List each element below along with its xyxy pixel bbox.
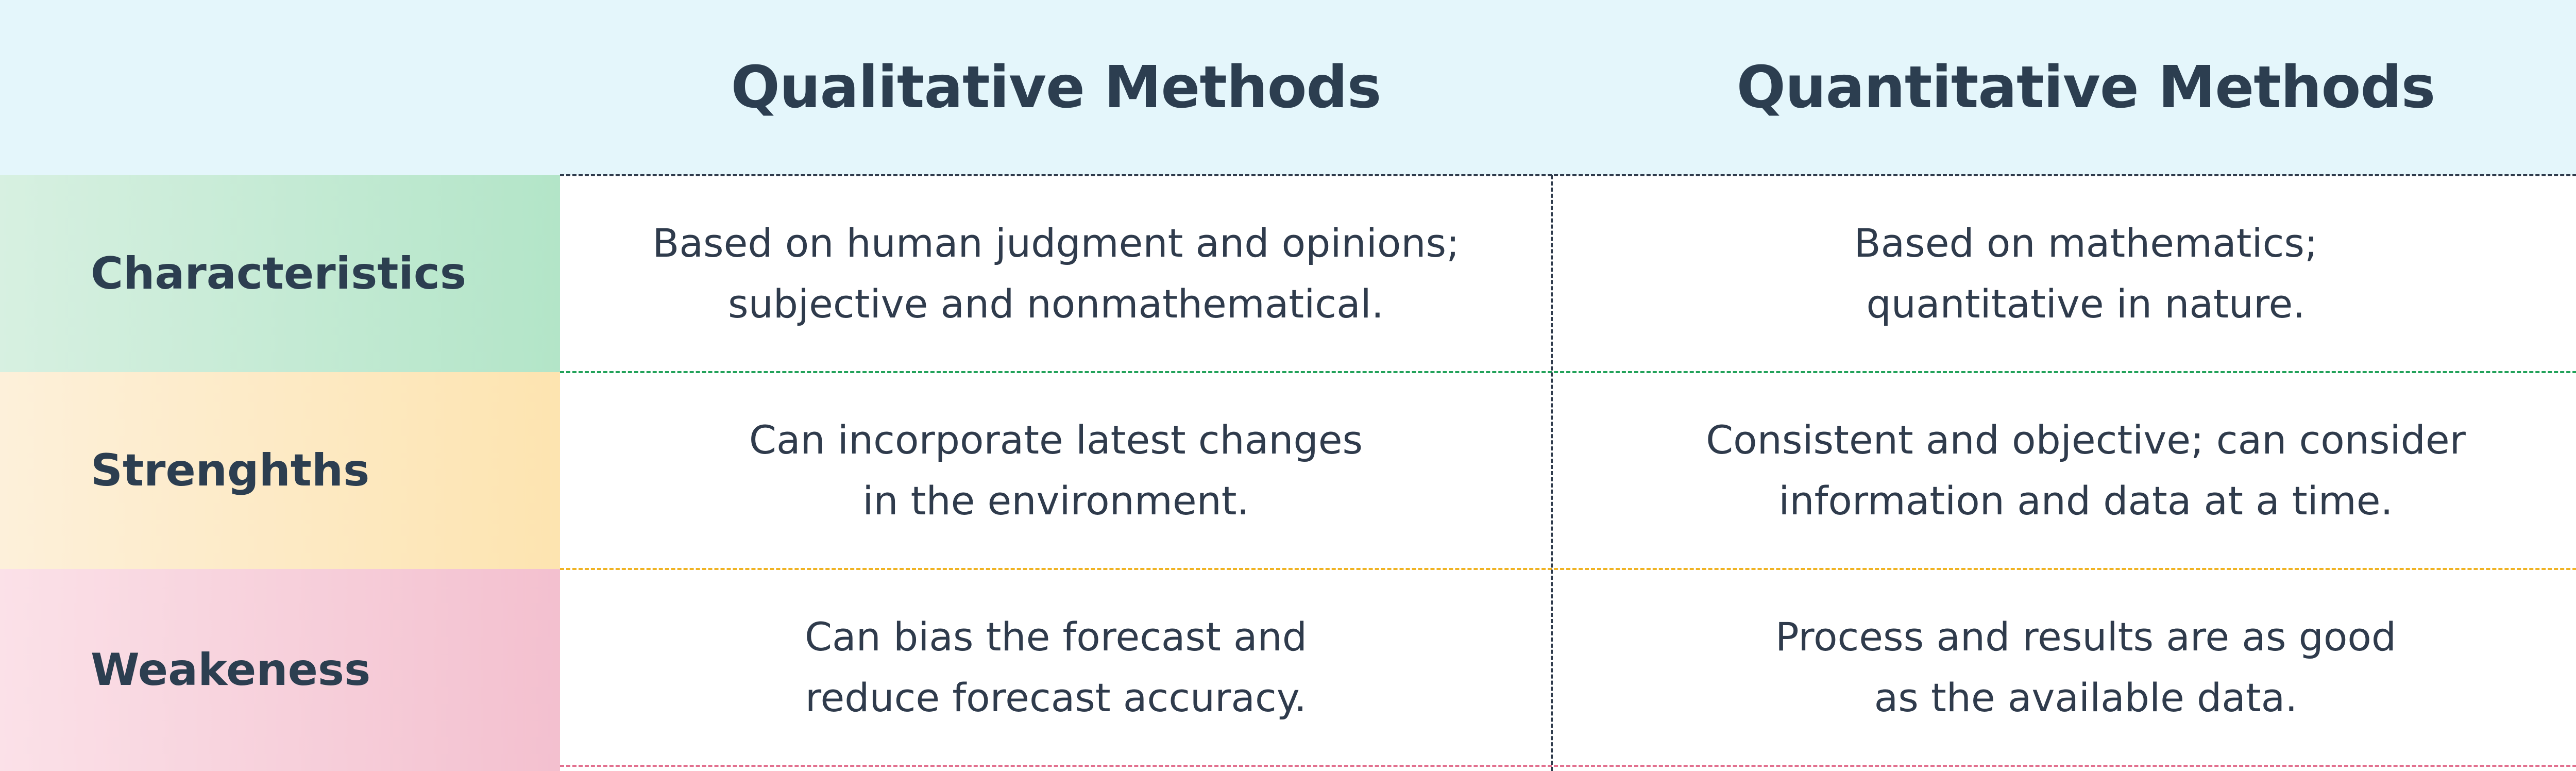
cell-line: Consistent and objective; can consider [1706,417,2466,463]
row-label-strengths: Strenghths [0,372,560,569]
divider-header [560,174,2576,176]
cell-weakness-quantitative: Process and results are as good as the a… [1552,569,2576,766]
cell-line: Process and results are as good [1775,614,2397,660]
cell-line: reduce forecast accuracy. [805,675,1307,720]
cell-line: as the available data. [1874,675,2298,720]
cell-line: Can incorporate latest changes [749,417,1363,463]
cell-characteristics-quantitative: Based on mathematics; quantitative in na… [1552,175,2576,372]
table-header [0,0,2576,175]
cell-line: subjective and nonmathematical. [728,281,1384,327]
cell-line: in the environment. [862,478,1249,524]
divider-characteristics [560,371,2576,373]
divider-strengths [560,568,2576,570]
row-label-weakness: Weakeness [0,569,560,771]
cell-line: Based on mathematics; [1854,220,2318,266]
column-header-quantitative: Quantitative Methods [1736,54,2436,121]
cell-characteristics-qualitative: Based on human judgment and opinions; su… [560,175,1552,372]
cell-strengths-qualitative: Can incorporate latest changes in the en… [560,372,1552,569]
cell-weakness-qualitative: Can bias the forecast and reduce forecas… [560,569,1552,766]
cell-line: Based on human judgment and opinions; [652,220,1460,266]
cell-line: information and data at a time. [1778,478,2393,524]
cell-line: quantitative in nature. [1866,281,2306,327]
cell-line: Can bias the forecast and [804,614,1307,660]
column-header-qualitative: Qualitative Methods [731,54,1382,121]
cell-strengths-quantitative: Consistent and objective; can consider i… [1552,372,2576,569]
divider-weakness [560,765,2576,767]
divider-columns [1551,175,1553,771]
row-label-characteristics: Characteristics [0,175,560,372]
